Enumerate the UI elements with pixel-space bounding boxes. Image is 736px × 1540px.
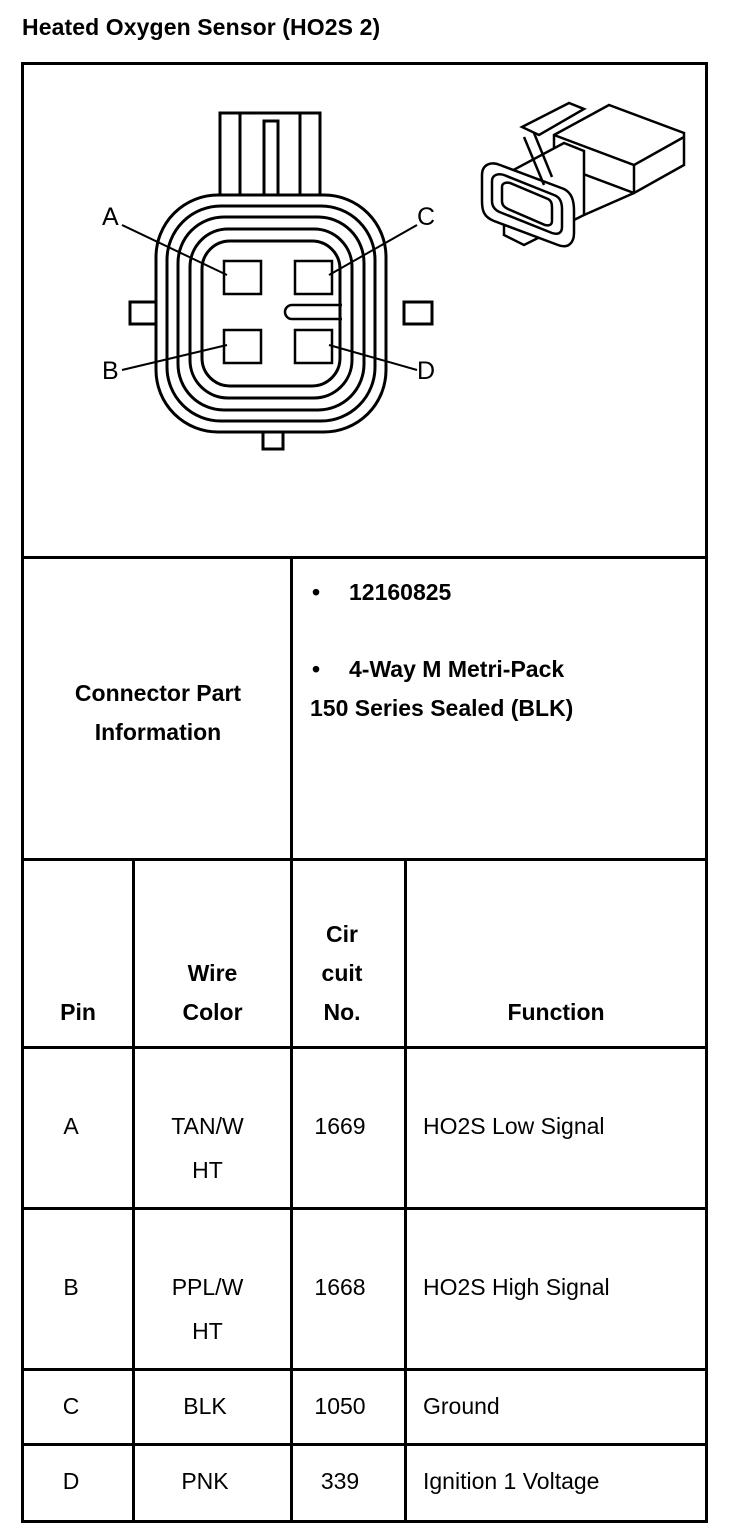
- bullet: •: [312, 656, 321, 682]
- page-title: Heated Oxygen Sensor (HO2S 2): [22, 14, 381, 40]
- row-b-circuit: 1668: [314, 1274, 366, 1300]
- pin-label-b: B: [102, 357, 119, 385]
- header-circuit-line3: No.: [323, 999, 361, 1025]
- bullet: •: [312, 579, 321, 605]
- connector-isometric-view: [480, 101, 686, 248]
- header-pin: Pin: [60, 999, 96, 1025]
- divider: [21, 556, 708, 559]
- connector-part-info-label-line1: Connector Part: [74, 679, 242, 706]
- header-wire-color-line1: Wire: [187, 960, 238, 986]
- row-d-function: Ignition 1 Voltage: [423, 1468, 600, 1494]
- row-b-pin: B: [63, 1274, 79, 1300]
- row-d-pin: D: [62, 1468, 80, 1494]
- row-a-wire-line2: HT: [192, 1157, 223, 1183]
- header-function: Function: [507, 999, 605, 1025]
- row-c-function: Ground: [423, 1393, 500, 1419]
- row-b-wire-line1: PPL/W: [171, 1274, 244, 1300]
- connector-part-info-label-line2: Information: [94, 718, 222, 745]
- connector-diagram: A B C D: [24, 65, 705, 557]
- row-c-circuit: 1050: [314, 1393, 366, 1419]
- connector-table-frame: [21, 62, 708, 1523]
- header-wire-color-line2: Color: [182, 999, 243, 1025]
- pin-label-d: D: [417, 357, 435, 385]
- header-circuit-line2: cuit: [321, 960, 363, 986]
- header-wire-color: Wire Color: [135, 954, 290, 1032]
- divider: [21, 1368, 708, 1371]
- row-a-wire-line1: TAN/W: [171, 1113, 244, 1139]
- row-b-wire-color: PPL/W HT: [135, 1265, 280, 1353]
- divider: [132, 858, 135, 1523]
- divider: [21, 1207, 708, 1210]
- divider: [21, 1443, 708, 1446]
- row-a-wire-color: TAN/W HT: [135, 1104, 280, 1192]
- divider: [21, 1046, 708, 1049]
- connector-description-line1: 4-Way M Metri-Pack: [349, 656, 565, 682]
- divider: [21, 858, 708, 861]
- row-d-wire-color: PNK: [181, 1468, 229, 1494]
- divider: [290, 556, 293, 1523]
- divider: [404, 858, 407, 1523]
- row-a-function: HO2S Low Signal: [423, 1113, 605, 1139]
- pin-label-c: C: [417, 203, 435, 231]
- row-d-circuit: 339: [320, 1468, 360, 1494]
- row-b-function: HO2S High Signal: [423, 1274, 610, 1300]
- row-c-pin: C: [62, 1393, 80, 1419]
- header-circuit-line1: Cir: [326, 921, 358, 947]
- header-circuit-no: Cir cuit No.: [293, 915, 391, 1032]
- connector-part-number: 12160825: [349, 579, 452, 605]
- row-b-wire-line2: HT: [192, 1318, 223, 1344]
- connector-face-drawing: A B C D: [102, 101, 686, 451]
- connector-part-info-label: Connector Part Information: [24, 560, 292, 859]
- row-a-circuit: 1669: [314, 1113, 366, 1139]
- connector-description-line2: 150 Series Sealed (BLK): [310, 695, 574, 721]
- row-c-wire-color: BLK: [183, 1393, 227, 1419]
- row-a-pin: A: [63, 1113, 79, 1139]
- pin-label-a: A: [102, 203, 119, 231]
